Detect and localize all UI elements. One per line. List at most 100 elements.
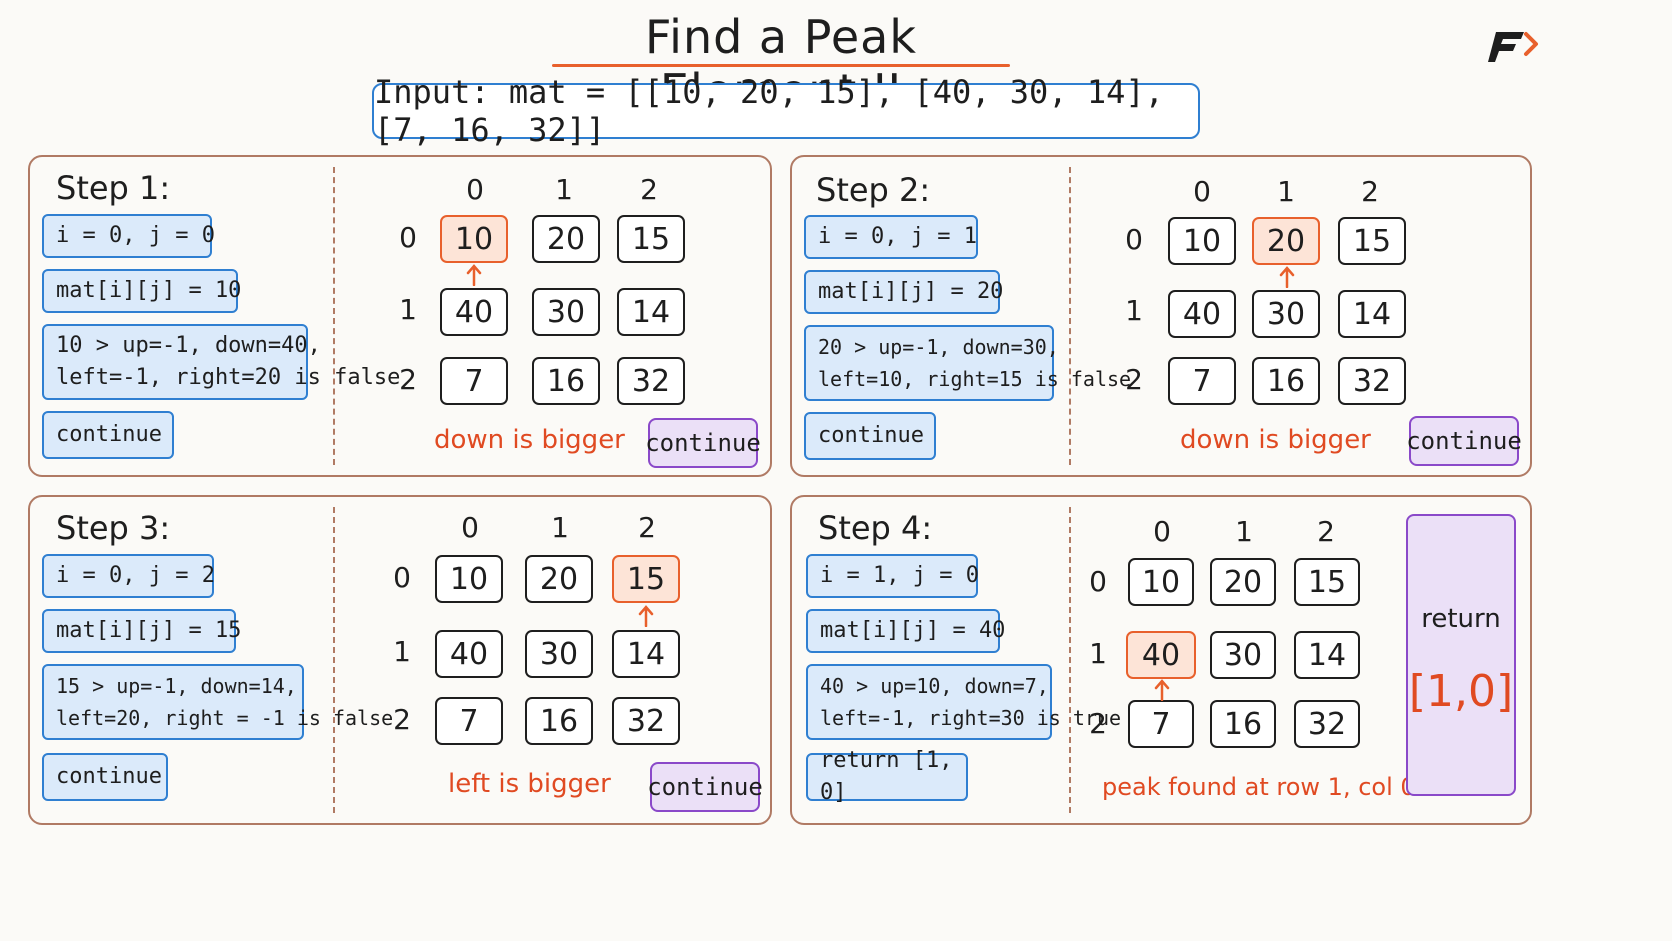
col-index: 2	[640, 173, 658, 206]
matrix-cell: 10	[435, 555, 503, 603]
matrix-cell-highlighted: 10	[440, 215, 508, 263]
continue-action-box[interactable]: continue	[42, 753, 168, 801]
matrix-cell: 10	[1168, 217, 1236, 265]
value-box: mat[i][j] = 10	[42, 269, 242, 313]
row-index: 2	[393, 703, 411, 736]
step-label: Step 3:	[56, 509, 171, 547]
matrix-cell: 40	[1168, 290, 1236, 338]
value-text: mat[i][j] = 40	[820, 618, 1006, 643]
step-1-panel: Step 1: i = 0, j = 0 mat[i][j] = 10 10 >…	[28, 155, 772, 477]
matrix-cell: 7	[440, 357, 508, 405]
row-index: 2	[1089, 707, 1107, 740]
col-index: 1	[551, 511, 569, 544]
value-text: mat[i][j] = 15	[56, 618, 242, 643]
condition-box: 20 > up=-1, down=30, left=10, right=15 i…	[804, 325, 1131, 401]
matrix-cell: 40	[440, 288, 508, 336]
row-index: 1	[399, 293, 417, 326]
row-index: 1	[1125, 294, 1143, 327]
condition-line-1: 20 > up=-1, down=30,	[818, 335, 1059, 359]
action-text: continue	[56, 764, 162, 789]
step-note: peak found at row 1, col 0	[1102, 773, 1416, 801]
matrix-cell: 40	[435, 630, 503, 678]
condition-box: 10 > up=-1, down=40, left=-1, right=20 i…	[42, 324, 401, 400]
panel-divider	[1069, 167, 1071, 465]
matrix-cell-highlighted: 40	[1126, 631, 1196, 679]
matrix-cell: 20	[532, 215, 600, 263]
action-text: continue	[56, 422, 162, 447]
title-underline	[552, 64, 1010, 67]
matrix-cell: 7	[435, 697, 503, 745]
arrow-up-icon	[638, 605, 654, 627]
matrix-cell: 16	[1252, 357, 1320, 405]
condition-line-1: 15 > up=-1, down=14,	[56, 674, 297, 698]
condition-line-2: left=20, right = -1 is false	[56, 706, 394, 730]
return-label: return	[1421, 604, 1501, 634]
index-box: i = 0, j = 1	[804, 215, 978, 259]
matrix-cell: 14	[612, 630, 680, 678]
input-matrix-box: Input: mat = [[10, 20, 15], [40, 30, 14]…	[372, 73, 1200, 149]
matrix-cell: 7	[1128, 700, 1194, 748]
continue-button[interactable]: continue	[647, 762, 763, 812]
condition-box: 15 > up=-1, down=14, left=20, right = -1…	[42, 664, 394, 740]
condition-box: 40 > up=10, down=7, left=-1, right=30 is…	[806, 664, 1122, 740]
col-index: 0	[461, 511, 479, 544]
matrix-cell-highlighted: 15	[612, 555, 680, 603]
arrow-up-icon	[1279, 266, 1295, 288]
col-index: 1	[1235, 515, 1253, 548]
index-text: i = 0, j = 0	[56, 223, 215, 248]
continue-button[interactable]: continue	[1406, 416, 1522, 466]
col-index: 2	[1361, 175, 1379, 208]
continue-button[interactable]: continue	[645, 418, 761, 468]
step-label: Step 2:	[816, 171, 931, 209]
col-index: 2	[1317, 515, 1335, 548]
index-box: i = 1, j = 0	[806, 554, 979, 598]
matrix-cell: 10	[1128, 558, 1194, 606]
condition-line-2: left=-1, right=30 is true	[820, 706, 1122, 730]
brand-logo-icon	[1488, 26, 1540, 66]
row-index: 2	[1125, 363, 1143, 396]
return-action-box[interactable]: return [1, 0]	[806, 748, 968, 805]
value-text: mat[i][j] = 10	[56, 278, 242, 303]
matrix-cell: 7	[1168, 357, 1236, 405]
condition-line-1: 10 > up=-1, down=40,	[56, 333, 321, 358]
value-box: mat[i][j] = 40	[806, 609, 1006, 653]
matrix-cell: 15	[617, 215, 685, 263]
step-label: Step 1:	[56, 169, 171, 207]
matrix-cell: 32	[1338, 357, 1406, 405]
col-index: 0	[1193, 175, 1211, 208]
col-index: 1	[1277, 175, 1295, 208]
return-result-box: return [1,0]	[1406, 514, 1516, 796]
step-note: down is bigger	[434, 425, 625, 455]
step-label: Step 4:	[818, 509, 933, 547]
continue-action-box[interactable]: continue	[804, 412, 936, 460]
row-index: 0	[1089, 565, 1107, 598]
matrix-cell: 16	[532, 357, 600, 405]
row-index: 0	[399, 221, 417, 254]
matrix-cell: 30	[525, 630, 593, 678]
action-text: continue	[818, 423, 924, 448]
arrow-up-icon	[1154, 679, 1170, 701]
return-value: [1,0]	[1408, 666, 1514, 717]
matrix-cell: 20	[1210, 558, 1276, 606]
index-box: i = 0, j = 0	[42, 214, 215, 258]
row-index: 0	[1125, 223, 1143, 256]
col-index: 2	[638, 511, 656, 544]
row-index: 0	[393, 561, 411, 594]
panel-divider	[333, 507, 335, 813]
matrix-cell-highlighted: 20	[1252, 217, 1320, 265]
condition-line-2: left=-1, right=20 is false	[56, 365, 401, 390]
continue-action-box[interactable]: continue	[42, 411, 174, 459]
input-text: Input: mat = [[10, 20, 15], [40, 30, 14]…	[374, 73, 1164, 149]
row-index: 1	[393, 635, 411, 668]
matrix-cell: 30	[1210, 631, 1276, 679]
step-3-panel: Step 3: i = 0, j = 2 mat[i][j] = 15 15 >…	[28, 495, 772, 825]
index-text: i = 0, j = 2	[56, 563, 215, 588]
matrix-cell: 14	[1338, 290, 1406, 338]
row-index: 2	[399, 363, 417, 396]
matrix-cell: 32	[612, 697, 680, 745]
value-text: mat[i][j] = 20	[818, 279, 1004, 304]
value-box: mat[i][j] = 20	[804, 270, 1004, 314]
matrix-cell: 20	[525, 555, 593, 603]
matrix-cell: 15	[1338, 217, 1406, 265]
arrow-up-icon	[466, 264, 482, 286]
